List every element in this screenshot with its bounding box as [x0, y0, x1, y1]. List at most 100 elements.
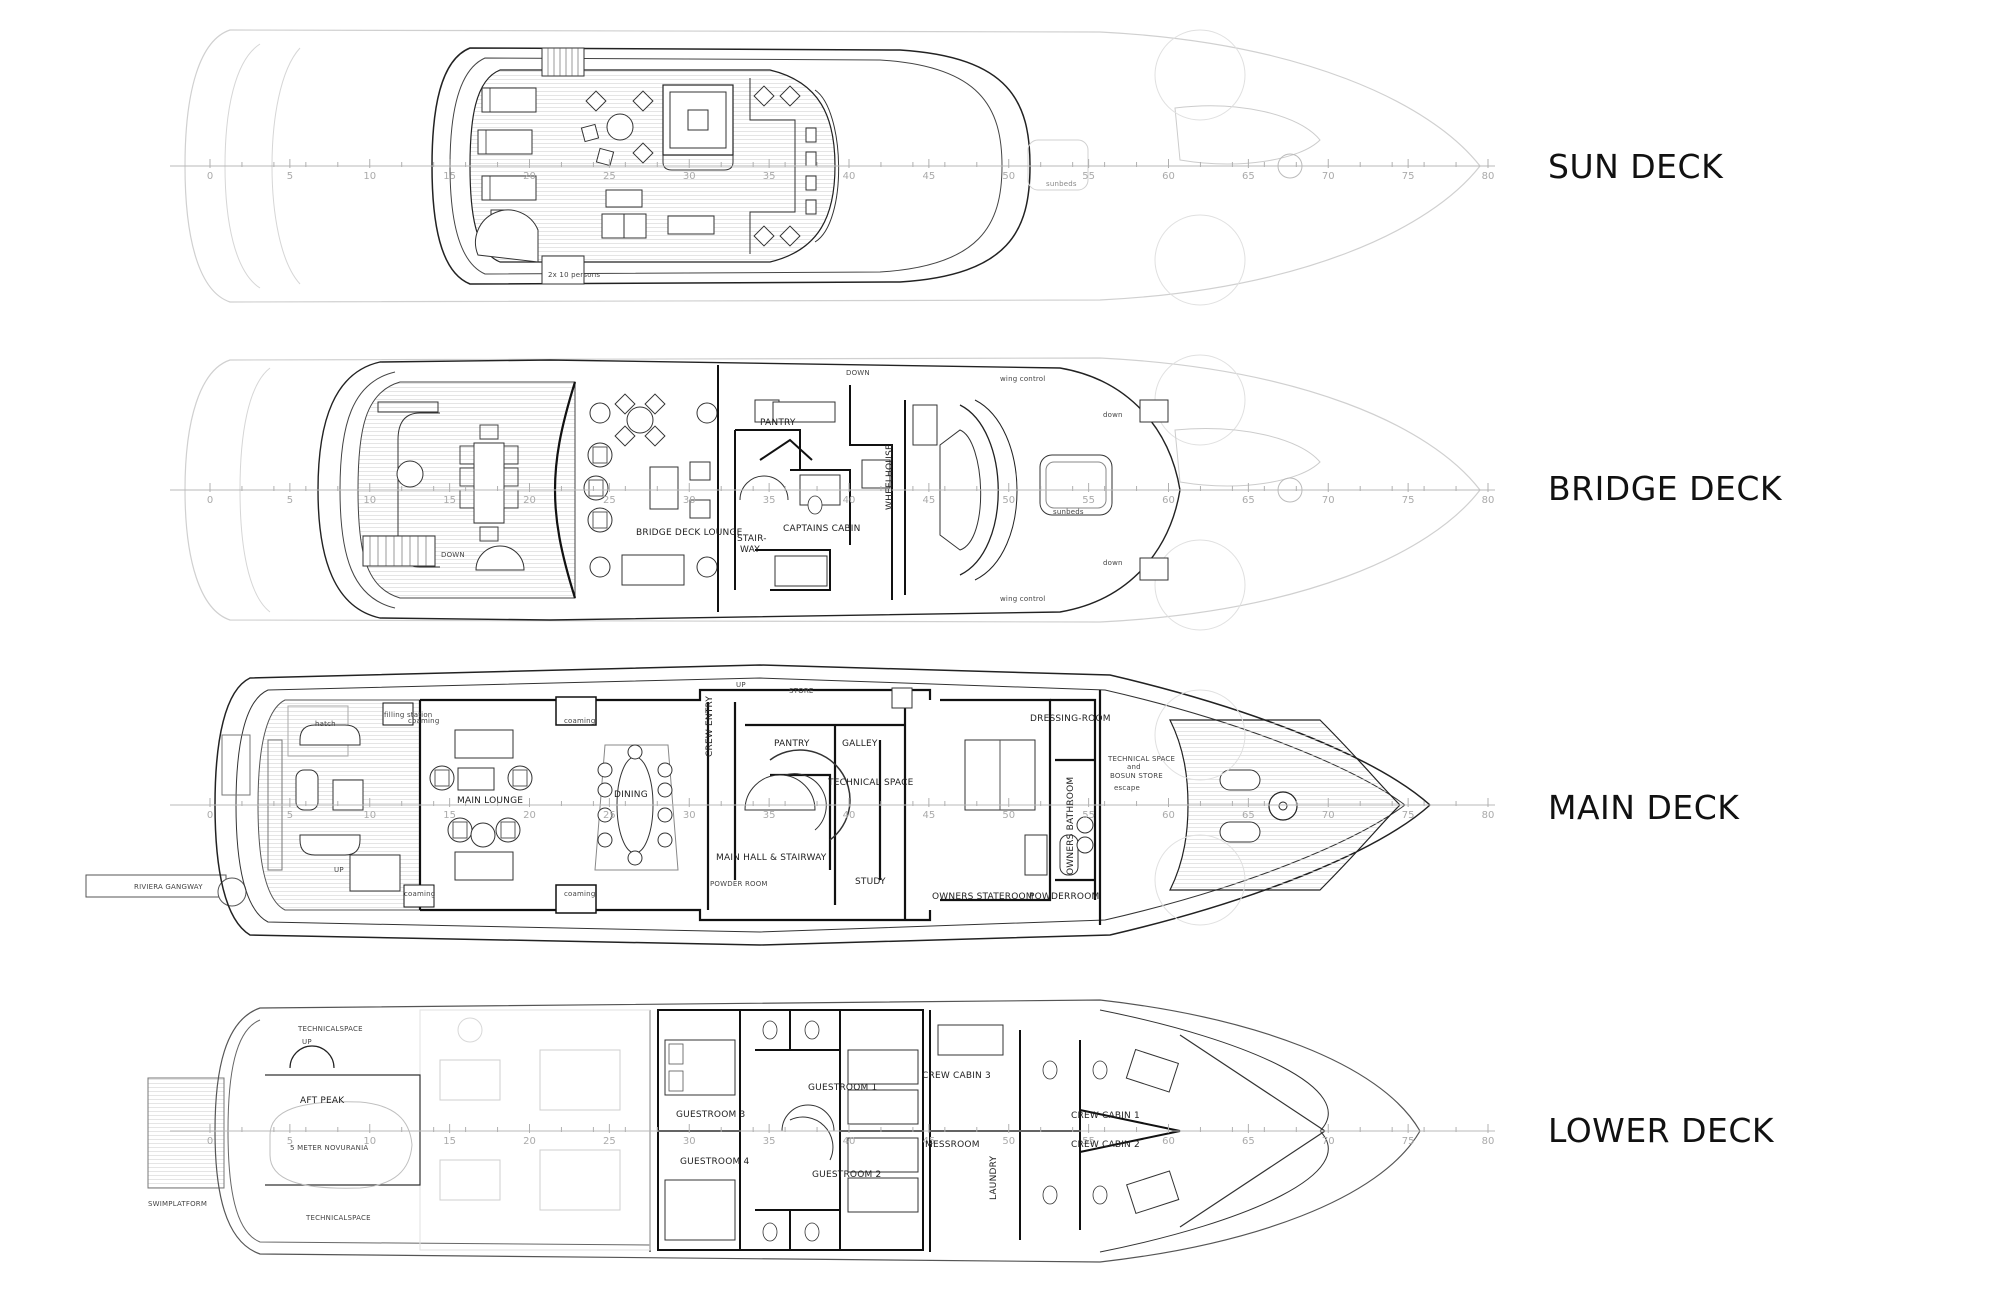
- label-guestroom-2: GUESTROOM 2: [812, 1170, 882, 1180]
- label-powder-room-1: POWDER ROOM: [710, 880, 768, 888]
- label-dining: DINING: [614, 790, 648, 800]
- label-coaming-1: coaming: [408, 717, 440, 725]
- scale-tick-label: 15: [443, 171, 456, 182]
- scale-tick-label: 30: [682, 810, 696, 821]
- scale-tick-label: 0: [206, 810, 214, 821]
- label-messroom: MESSROOM: [925, 1140, 980, 1150]
- label-wheelhouse: WHEELHOUSE: [885, 444, 895, 510]
- label-pantry-bridge: PANTRY: [760, 418, 796, 428]
- deck-title-bridge: BRIDGE DECK: [1548, 469, 1783, 508]
- scale-tick-label: 70: [1321, 171, 1335, 182]
- label-coaming-2: coaming: [564, 717, 596, 725]
- label-guestroom-4: GUESTROOM 4: [680, 1157, 750, 1167]
- scale-tick-label: 0: [206, 1136, 214, 1147]
- label-filling-station: filling station: [384, 711, 433, 719]
- scale-tick-label: 75: [1401, 1136, 1415, 1147]
- label-bridge-deck-lounge: BRIDGE DECK LOUNGE: [636, 528, 743, 538]
- label-owners-stateroom: OWNERS STATEROOM: [932, 892, 1034, 902]
- label-down-3: down: [1103, 411, 1123, 419]
- scale-tick-label: 15: [443, 1136, 456, 1147]
- deck-title-lower: LOWER DECK: [1548, 1111, 1775, 1150]
- scale-tick-label: 45: [922, 495, 936, 506]
- label-crew-cabin-1: CREW CABIN 1: [1071, 1111, 1140, 1121]
- scale-tick-label: 80: [1481, 495, 1495, 506]
- label-coaming-3: coaming: [404, 890, 436, 898]
- scale-tick-label: 0: [206, 171, 214, 182]
- label-crew-cabin-3: CREW CABIN 3: [922, 1071, 991, 1081]
- scale-tick-label: 60: [1162, 810, 1175, 821]
- lower-deck-plan: [147, 999, 1495, 1263]
- label-liferaft: 2x 10 persons: [548, 271, 601, 279]
- scale-tick-label: 25: [603, 171, 616, 182]
- scale-tick-label: 15: [443, 495, 456, 506]
- scale-tick-label: 5: [286, 171, 294, 182]
- label-up-crew: UP: [736, 681, 746, 689]
- scale-tick-label: 55: [1082, 171, 1095, 182]
- label-crew-entry: CREW ENTRY: [705, 695, 715, 757]
- scale-tick-label: 20: [523, 495, 536, 506]
- scale-tick-label: 65: [1242, 171, 1255, 182]
- scale-tick-label: 55: [1082, 810, 1095, 821]
- scale-tick-label: 50: [1002, 495, 1016, 506]
- scale-tick-label: 30: [682, 1136, 696, 1147]
- label-guestroom-1: GUESTROOM 1: [808, 1083, 878, 1093]
- scale-tick-label: 75: [1401, 171, 1415, 182]
- deck-title-sun: SUN DECK: [1548, 147, 1724, 186]
- label-hatch: hatch: [315, 720, 336, 728]
- scale-tick-label: 40: [842, 810, 856, 821]
- scale-tick-label: 15: [443, 810, 456, 821]
- scale-tick-label: 40: [842, 495, 856, 506]
- label-and: and: [1127, 763, 1141, 771]
- scale-tick-label: 35: [762, 495, 776, 506]
- scale-tick-label: 45: [922, 1136, 936, 1147]
- scale-tick-label: 50: [1002, 1136, 1016, 1147]
- label-store: STORE: [789, 687, 814, 695]
- scale-tick-label: 5: [286, 810, 294, 821]
- scale-tick-label: 10: [363, 171, 377, 182]
- scale-tick-label: 20: [523, 810, 536, 821]
- scale-tick-label: 50: [1002, 810, 1016, 821]
- scale-tick-label: 65: [1242, 810, 1255, 821]
- scale-tick-label: 40: [842, 171, 856, 182]
- label-powderroom-2: POWDERROOM: [1029, 892, 1100, 902]
- label-5-meter-novurania: 5 METER NOVURANIA: [290, 1144, 369, 1152]
- scale-ticks: [209, 159, 1489, 1133]
- scale-tick-label: 60: [1162, 495, 1175, 506]
- scale-tick-label: 40: [842, 1136, 856, 1147]
- scale-tick-label: 25: [603, 495, 616, 506]
- scale-tick-label: 5: [286, 495, 294, 506]
- sun-deck-plan: [170, 29, 1495, 306]
- scale-tick-label: 35: [762, 171, 776, 182]
- scale-tick-label: 80: [1481, 810, 1495, 821]
- bridge-deck-plan: [170, 354, 1495, 631]
- label-sunbeds-sun: sunbeds: [1046, 180, 1077, 188]
- label-down-4: down: [1103, 559, 1123, 567]
- label-riviera-gangway: RIVIERA GANGWAY: [134, 883, 203, 891]
- label-down-2: DOWN: [441, 551, 465, 559]
- label-bosun-store: BOSUN STORE: [1110, 772, 1163, 780]
- label-down-1: DOWN: [846, 369, 870, 377]
- label-stairway-2: WAY: [740, 545, 760, 555]
- scale-tick-label: 35: [762, 1136, 776, 1147]
- label-technical-space-main: TECHNICAL SPACE: [828, 778, 914, 788]
- scale-tick-label: 30: [682, 171, 696, 182]
- scale-tick-label: 10: [363, 810, 377, 821]
- label-stairway-1: STAIR-: [737, 534, 767, 544]
- label-pantry-main: PANTRY: [774, 739, 810, 749]
- label-owners-bathroom: OWNERS BATHROOM: [1066, 776, 1076, 875]
- scale-tick-label: 45: [922, 171, 936, 182]
- label-main-hall-stairway: MAIN HALL & STAIRWAY: [716, 853, 827, 863]
- scale-tick-label: 50: [1002, 171, 1016, 182]
- label-swimplatform: SWIMPLATFORM: [148, 1200, 208, 1208]
- scale-tick-label: 80: [1481, 1136, 1495, 1147]
- label-wing-control-2: wing control: [1000, 595, 1046, 603]
- label-aft-peak: AFT PEAK: [300, 1096, 345, 1106]
- scale-tick-label: 30: [682, 495, 696, 506]
- label-technicalspace-2: TECHNICALSPACE: [306, 1214, 371, 1222]
- scale-tick-label: 55: [1082, 495, 1095, 506]
- label-technical-space-fwd: TECHNICAL SPACE: [1108, 755, 1176, 763]
- scale-tick-label: 25: [603, 810, 616, 821]
- label-technicalspace-1: TECHNICALSPACE: [298, 1025, 363, 1033]
- label-wing-control-1: wing control: [1000, 375, 1046, 383]
